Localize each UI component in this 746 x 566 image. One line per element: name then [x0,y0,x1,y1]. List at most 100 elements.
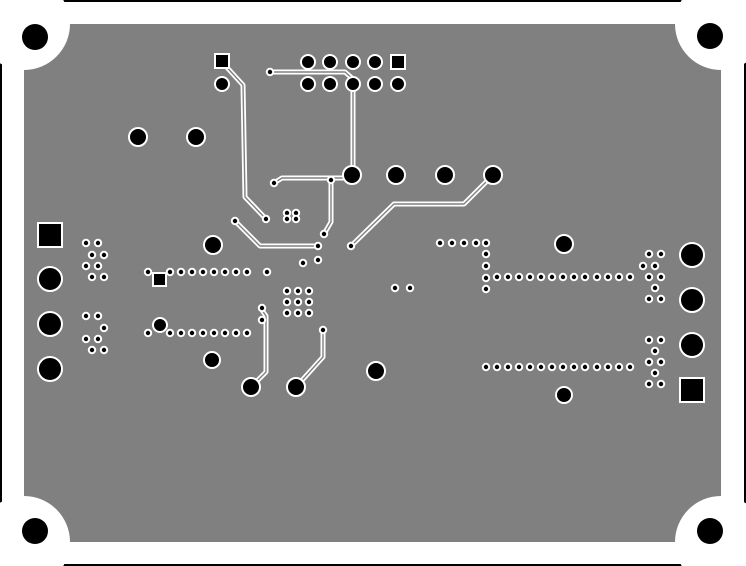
via [220,328,230,338]
via [644,294,654,304]
via [242,267,252,277]
via [291,214,301,224]
via [87,272,97,282]
via [346,241,356,251]
mounting-holes [22,23,723,544]
via [638,261,648,271]
via [87,250,97,260]
via [209,328,219,338]
via [293,297,303,307]
via [81,261,91,271]
via [547,272,557,282]
connector-square-pad [37,222,63,248]
via [481,249,491,259]
via [650,368,660,378]
via [176,267,186,277]
via [265,67,275,77]
via [198,267,208,277]
via [93,261,103,271]
via [492,272,502,282]
via [650,346,660,356]
via [143,267,153,277]
via [231,267,241,277]
via [326,175,336,185]
connector-square-pad [679,377,705,403]
via [644,272,654,282]
via [231,328,241,338]
via [503,362,513,372]
via [514,362,524,372]
via [592,362,602,372]
via [99,323,109,333]
traces-core [221,61,494,388]
via [304,297,314,307]
via [481,362,491,372]
via [220,267,230,277]
via [592,272,602,282]
mounting-hole-tr [697,23,723,49]
copper-pour [24,24,721,542]
via [656,294,666,304]
via [569,362,579,372]
via [165,328,175,338]
via [81,238,91,248]
via [644,357,654,367]
vias [81,67,666,389]
via [558,272,568,282]
via [656,335,666,345]
via [87,345,97,355]
mounting-hole-br [697,518,723,544]
via [143,328,153,338]
via [165,267,175,277]
via [304,286,314,296]
via [209,267,219,277]
via [644,335,654,345]
via [447,238,457,248]
via [481,284,491,294]
via [525,272,535,282]
via [282,286,292,296]
via [99,345,109,355]
via [644,249,654,259]
via [656,249,666,259]
via [99,250,109,260]
via [242,328,252,338]
via [405,283,415,293]
via [282,297,292,307]
via [459,238,469,248]
via [547,362,557,372]
via [603,362,613,372]
via [93,334,103,344]
via [656,357,666,367]
via [481,238,491,248]
via [656,272,666,282]
via [650,283,660,293]
via [198,328,208,338]
square-pad [390,54,406,70]
mounting-hole-tl [22,24,48,50]
via [481,261,491,271]
via [282,308,292,318]
via [536,362,546,372]
via [293,308,303,318]
via [514,272,524,282]
via [257,315,267,325]
via [176,328,186,338]
via [313,241,323,251]
via [650,261,660,271]
mounting-hole-bl [22,518,48,544]
via [93,238,103,248]
via [656,379,666,389]
via [313,255,323,265]
via [558,362,568,372]
via [614,272,624,282]
via [81,334,91,344]
via [569,272,579,282]
via [293,286,303,296]
via [481,273,491,283]
via [603,272,613,282]
via [580,362,590,372]
via [304,308,314,318]
via [580,272,590,282]
via [93,311,103,321]
